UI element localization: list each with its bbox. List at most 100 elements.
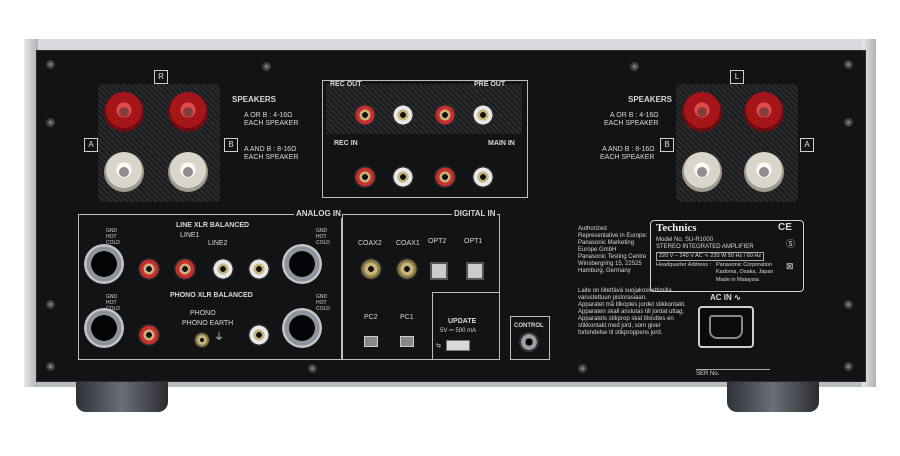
speaker-channel-badge: R <box>154 70 168 84</box>
left-foot <box>76 376 168 412</box>
left-side-panel <box>24 39 38 387</box>
phono-l-jack[interactable] <box>248 324 270 346</box>
screw <box>844 362 853 371</box>
coax1-jack[interactable] <box>396 258 418 280</box>
speaker-channel-badge: L <box>730 70 744 84</box>
analog-in-section <box>78 214 342 360</box>
ce-mark: CE <box>778 222 792 233</box>
xlr-pin-legend: GND HOT COLD <box>106 294 120 312</box>
screw <box>844 300 853 309</box>
pre-out-r-jack[interactable] <box>434 104 456 126</box>
opt1-label: OPT1 <box>464 238 483 245</box>
rec-out-l-jack[interactable] <box>392 104 414 126</box>
rec-out-label: REC OUT <box>330 81 362 88</box>
screw <box>262 62 271 71</box>
digital-in-section <box>342 214 500 360</box>
speaker-impedance-a-or-b: A OR B : 4-16Ω EACH SPEAKER <box>244 112 299 127</box>
speaker-b-negative-terminal-l[interactable] <box>682 152 722 192</box>
ground-icon: ⏚ <box>214 332 224 343</box>
coax2-label: COAX2 <box>358 240 382 247</box>
main-in-l-jack[interactable] <box>472 166 494 188</box>
screw <box>308 364 317 373</box>
speaker-a-negative-terminal-l[interactable] <box>744 152 784 192</box>
phono-r-jack[interactable] <box>138 324 160 346</box>
power-rating: 220 V – 240 V AC ∿ 220 W 50 Hz / 60 Hz <box>656 252 765 261</box>
speaker-b-positive-terminal-l[interactable] <box>682 92 722 132</box>
rating-label-plate <box>650 220 804 292</box>
xlr-pin-legend: GND HOT COLD <box>316 228 330 246</box>
line-xlr-r-input[interactable] <box>84 244 124 284</box>
speaker-b-badge: B <box>660 138 674 152</box>
usb-power-label: 5V ⎓ 500 mA <box>440 328 477 334</box>
rec-in-r-jack[interactable] <box>354 166 376 188</box>
coax1-label: COAX1 <box>396 240 420 247</box>
certification-icon: Ⓢ <box>786 239 796 249</box>
pc2-label: PC2 <box>364 314 378 321</box>
pc2-usb-port[interactable] <box>364 336 378 347</box>
speaker-b-badge: B <box>224 138 238 152</box>
screw <box>46 362 55 371</box>
technics-logo: Technics <box>656 222 697 234</box>
speaker-impedance-a-or-b: A OR B : 4-16Ω EACH SPEAKER <box>604 112 659 127</box>
model-number: Model No. SU-R1000 <box>656 237 714 243</box>
speaker-impedance-a-and-b: A AND B : 8-16Ω EACH SPEAKER <box>600 146 655 161</box>
pc1-label: PC1 <box>400 314 414 321</box>
line1-l-jack[interactable] <box>248 258 270 280</box>
line2-label: LINE2 <box>208 240 228 247</box>
coax2-jack[interactable] <box>360 258 382 280</box>
control-jack[interactable] <box>519 332 539 352</box>
ac-power-inlet[interactable] <box>698 306 754 348</box>
phono-earth-label: PHONO EARTH <box>182 320 234 327</box>
pre-out-l-jack[interactable] <box>472 104 494 126</box>
line2-r-jack[interactable] <box>174 258 196 280</box>
screw <box>46 60 55 69</box>
opt1-port[interactable] <box>466 262 484 280</box>
product-description: STEREO INTEGRATED AMPLIFIER <box>656 244 754 250</box>
right-foot <box>727 376 819 412</box>
xlr-pin-legend: GND HOT COLD <box>106 228 120 246</box>
screw <box>578 364 587 373</box>
update-usb-port[interactable] <box>446 340 470 351</box>
phono-xlr-r-input[interactable] <box>84 308 124 348</box>
phono-earth-terminal[interactable] <box>194 332 210 348</box>
speaker-a-positive-terminal-l[interactable] <box>744 92 784 132</box>
phono-xlr-label: PHONO XLR BALANCED <box>170 292 253 299</box>
line1-r-jack[interactable] <box>138 258 160 280</box>
screw <box>844 60 853 69</box>
made-in-text: Made in Malaysia <box>716 277 759 283</box>
screw <box>46 118 55 127</box>
analog-in-label: ANALOG IN <box>294 209 343 218</box>
speaker-a-badge: A <box>800 138 814 152</box>
screw <box>630 62 639 71</box>
weee-bin-icon: ⊠ <box>786 261 794 271</box>
control-section <box>510 316 550 360</box>
hq-address-label: Headquarter Address : <box>656 262 712 268</box>
xlr-pin-legend: GND HOT COLD <box>316 294 330 312</box>
pc1-usb-port[interactable] <box>400 336 414 347</box>
phono-label: PHONO <box>190 310 216 317</box>
speaker-impedance-a-and-b: A AND B : 8-16Ω EACH SPEAKER <box>244 146 299 161</box>
earth-warning-text: Laite on liitettävä suojakoskettimilla v… <box>578 288 686 336</box>
main-in-r-jack[interactable] <box>434 166 456 188</box>
authorized-representative-text: Authorized Representative in Europe: Pan… <box>578 226 648 274</box>
hq-address: Panasonic Corporation Kadoma, Osaka, Jap… <box>716 262 774 275</box>
speaker-b-positive-terminal-r[interactable] <box>168 92 208 132</box>
speaker-a-badge: A <box>84 138 98 152</box>
serial-number-label: SER No. <box>696 369 770 378</box>
update-subsection <box>432 292 499 359</box>
speaker-a-positive-terminal-r[interactable] <box>104 92 144 132</box>
line-xlr-label: LINE XLR BALANCED <box>176 222 250 229</box>
speakers-heading: SPEAKERS <box>628 95 673 104</box>
rec-out-r-jack[interactable] <box>354 104 376 126</box>
speaker-a-negative-terminal-r[interactable] <box>104 152 144 192</box>
speaker-b-negative-terminal-r[interactable] <box>168 152 208 192</box>
line2-l-jack[interactable] <box>212 258 234 280</box>
pre-out-label: PRE OUT <box>474 81 506 88</box>
phono-xlr-l-input[interactable] <box>282 308 322 348</box>
speakers-heading: SPEAKERS <box>232 95 277 104</box>
update-label: UPDATE <box>448 318 477 325</box>
opt2-port[interactable] <box>430 262 448 280</box>
rec-in-l-jack[interactable] <box>392 166 414 188</box>
line-xlr-l-input[interactable] <box>282 244 322 284</box>
digital-in-label: DIGITAL IN <box>452 209 498 218</box>
